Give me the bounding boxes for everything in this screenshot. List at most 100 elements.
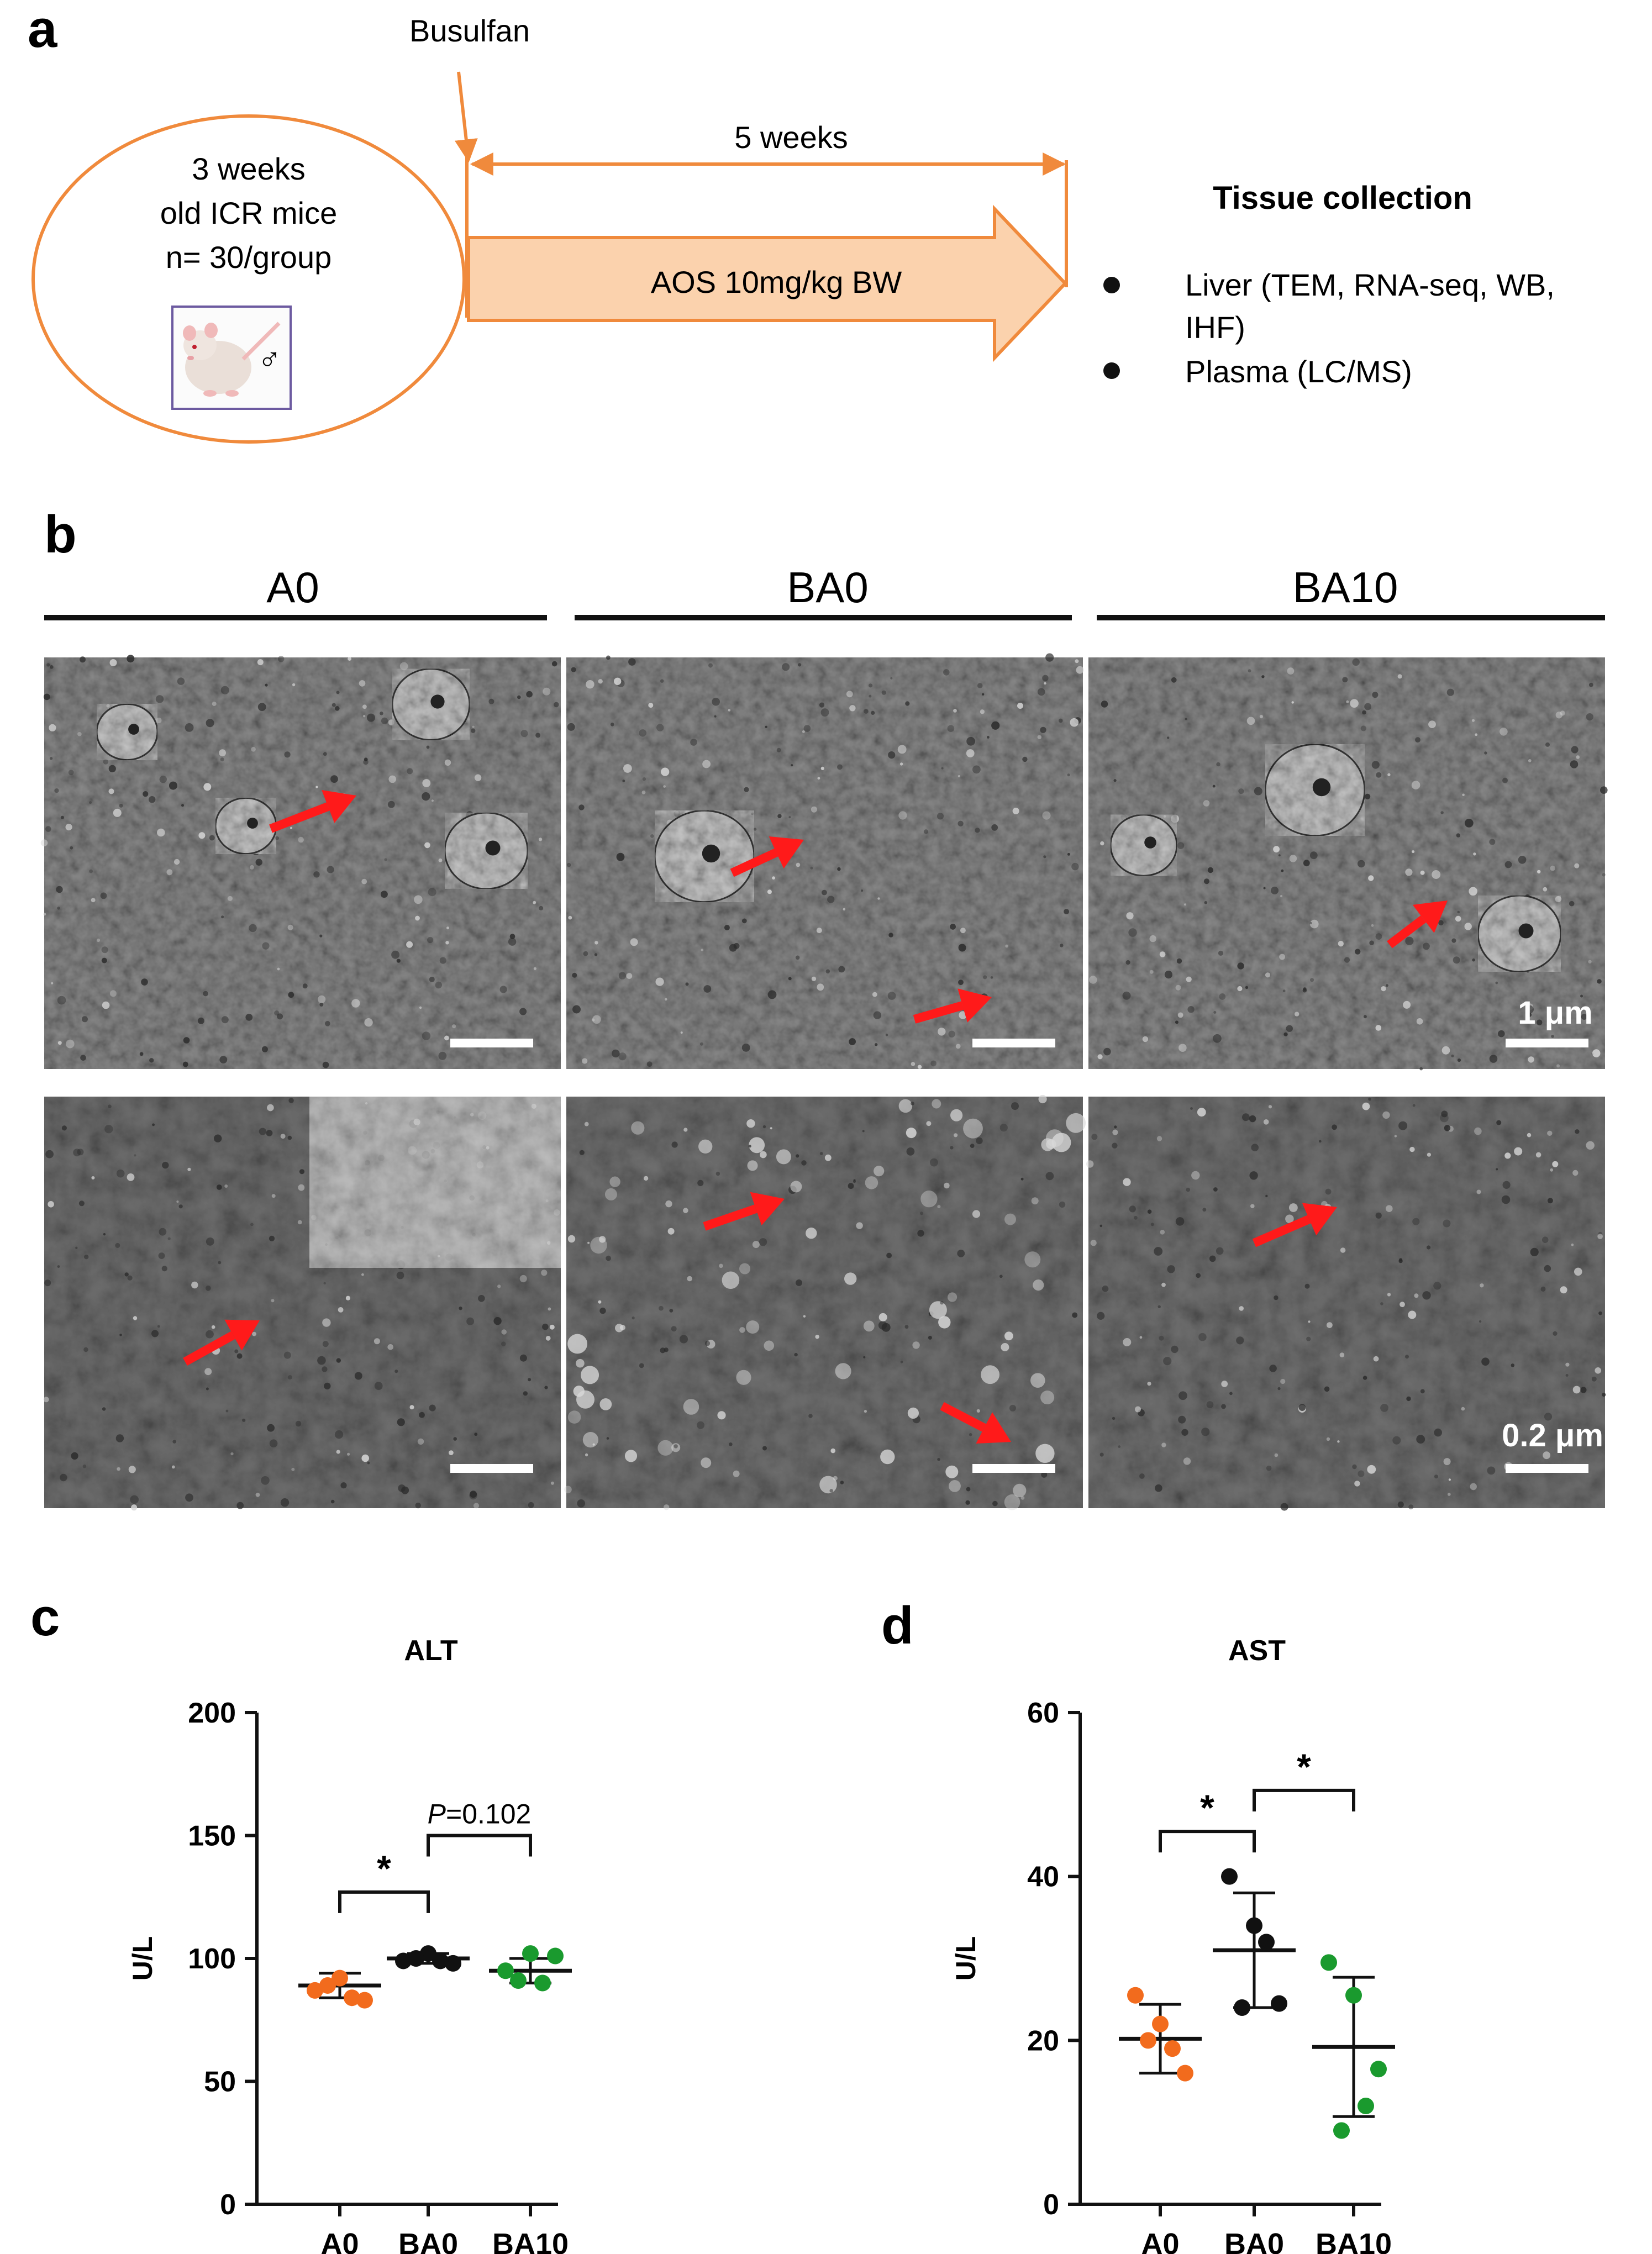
significance-label: * <box>1297 1746 1311 1787</box>
y-tick-label: 40 <box>1027 1861 1059 1893</box>
data-point <box>1320 1954 1337 1971</box>
scale-bar <box>972 1039 1055 1047</box>
tissue-item-3: Plasma (LC/MS) <box>1185 354 1412 389</box>
data-point <box>1177 2065 1193 2082</box>
significance-bracket <box>1253 1788 1355 1811</box>
tissue-item-2: IHF) <box>1185 310 1245 345</box>
data-point <box>1234 1999 1250 2016</box>
data-point <box>1345 1987 1362 2004</box>
data-point <box>1127 1987 1144 2004</box>
mice-ellipse <box>31 114 466 444</box>
group-label-ba0: BA0 <box>787 563 868 612</box>
significance-label: P=0.102 <box>428 1799 532 1830</box>
data-point <box>1221 1868 1238 1885</box>
tem-image <box>1086 1097 1606 1511</box>
tissue-bullet-2 <box>1103 362 1120 379</box>
group-label-ba10: BA10 <box>1293 563 1398 612</box>
tem-arrow-shaft <box>940 1402 986 1432</box>
data-point <box>534 1974 551 1992</box>
data-point <box>1164 2040 1181 2057</box>
group-label-a0: A0 <box>266 563 319 612</box>
x-tick-label: A0 <box>320 2227 359 2254</box>
mouse-photo: ♂ <box>171 306 292 410</box>
tem-arrow-shaft <box>703 1204 757 1231</box>
data-point <box>356 1992 373 2009</box>
data-point <box>547 1947 564 1965</box>
duration-label: 5 weeks <box>734 120 848 155</box>
panel-d-letter: d <box>881 1596 914 1655</box>
tem-arrow-shaft <box>913 1001 964 1024</box>
tem-image <box>564 1094 1086 1510</box>
tissue-bullet-1 <box>1103 277 1120 293</box>
data-point <box>1358 2098 1374 2114</box>
data-point <box>332 1969 348 1987</box>
x-tick-label: BA10 <box>492 2227 569 2254</box>
data-point <box>497 1962 514 1979</box>
tem-image <box>1088 657 1608 1071</box>
x-tick-label: BA10 <box>1316 2227 1392 2254</box>
data-point <box>1271 1995 1287 2012</box>
tem-image <box>40 655 561 1069</box>
y-axis-label: U/L <box>950 1936 981 1981</box>
data-point <box>432 1952 449 1969</box>
treatment-label: AOS 10mg/kg BW <box>651 265 902 299</box>
significance-bracket <box>427 1834 532 1857</box>
scale-bar <box>972 1464 1055 1473</box>
tem-arrow-shaft <box>1252 1215 1311 1247</box>
data-point <box>510 1972 527 1989</box>
data-point <box>319 1977 336 1994</box>
y-tick-label: 50 <box>204 2066 236 2098</box>
data-point <box>1246 1917 1262 1934</box>
panel-b: b A0 BA0 BA10 1 μm 0.2 μm <box>40 505 1608 1511</box>
y-tick-label: 200 <box>188 1697 236 1729</box>
tem-arrow-shaft <box>730 848 778 877</box>
panel-a: a 3 weeks old ICR mice n= 30/group ♂ Bus… <box>28 0 1555 444</box>
y-axis-label: U/L <box>127 1936 158 1981</box>
data-point <box>445 1955 461 1972</box>
x-tick-label: A0 <box>1141 2227 1179 2254</box>
y-tick-label: 0 <box>1043 2189 1059 2221</box>
data-point <box>1152 2015 1169 2032</box>
x-tick-label: BA0 <box>1224 2227 1284 2254</box>
tem-arrow-head <box>1302 1203 1337 1236</box>
significance-label: * <box>1200 1787 1214 1828</box>
scale-bar <box>1506 1039 1588 1047</box>
chart-title: AST <box>1228 1635 1286 1667</box>
tem-arrow-head <box>750 1192 785 1226</box>
y-tick-label: 60 <box>1027 1697 1059 1729</box>
tem-image <box>43 1097 561 1511</box>
data-point <box>307 1982 323 1999</box>
x-tick-label: BA0 <box>398 2227 458 2254</box>
data-point <box>408 1950 424 1967</box>
busulfan-label: Busulfan <box>409 13 530 48</box>
tem-arrow-head <box>957 988 992 1023</box>
scalebar-label-top: 1 μm <box>1518 995 1592 1031</box>
tem-arrow-head <box>976 1412 1011 1444</box>
treatment-arrow <box>467 204 1068 362</box>
scale-bar <box>450 1464 533 1473</box>
sex-symbol: ♂ <box>257 341 282 377</box>
y-tick-label: 0 <box>220 2189 236 2221</box>
data-point <box>522 1945 539 1962</box>
significance-label: * <box>377 1848 391 1889</box>
data-point <box>1333 2122 1350 2139</box>
y-tick-label: 100 <box>188 1943 236 1975</box>
scale-bar <box>450 1039 533 1047</box>
tem-arrow-head <box>769 836 804 869</box>
tem-grid <box>40 653 1608 1511</box>
tem-arrow-shaft <box>183 1331 235 1366</box>
tem-arrow-shaft <box>1387 915 1427 949</box>
mice-line-3: n= 30/group <box>166 240 332 275</box>
tem-arrow-head <box>322 790 356 823</box>
panel-b-letter: b <box>44 505 77 564</box>
significance-bracket <box>338 1890 430 1913</box>
data-point <box>1140 2032 1156 2049</box>
y-tick-label: 150 <box>188 1820 236 1852</box>
data-point <box>395 1952 412 1969</box>
mice-line-1: 3 weeks <box>192 151 305 186</box>
tem-arrow-shaft <box>269 802 330 833</box>
panel-a-letter: a <box>28 0 57 59</box>
